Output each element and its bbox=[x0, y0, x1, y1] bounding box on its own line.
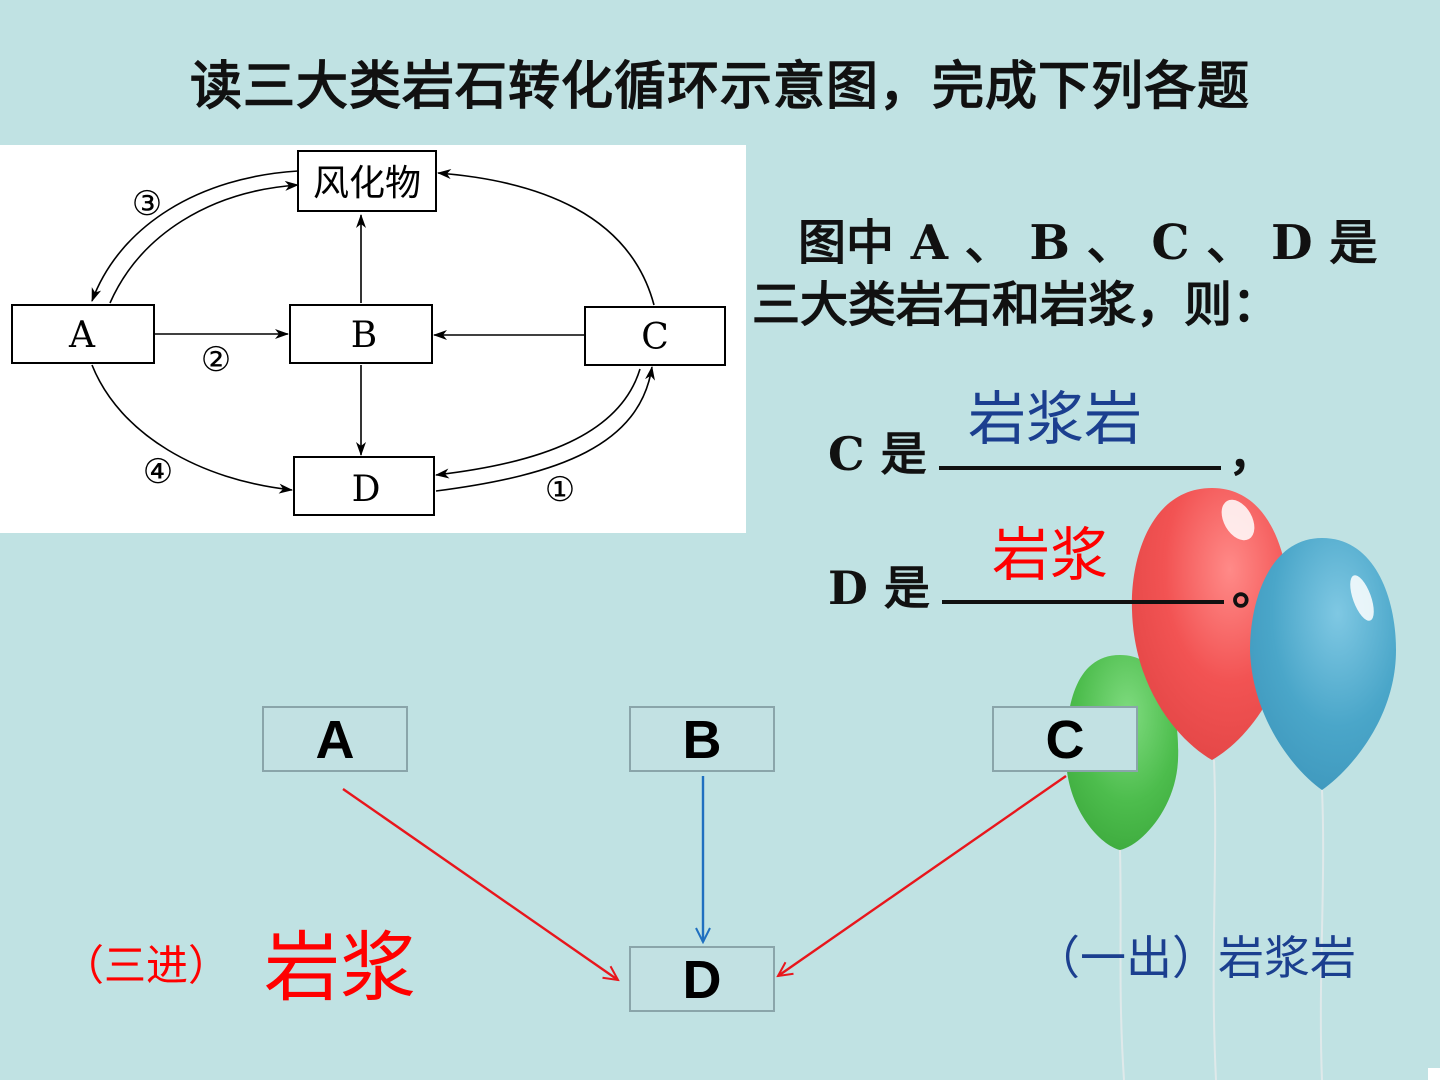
page-title: 读三大类岩石转化循环示意图，完成下列各题 bbox=[189, 56, 1250, 117]
arrow-c-to-weathering bbox=[437, 169, 655, 306]
c-suffix: ， bbox=[1228, 427, 1275, 481]
flow-box-c: C bbox=[992, 706, 1138, 772]
balloon-highlight bbox=[1221, 499, 1255, 541]
process-label-1: ① bbox=[545, 470, 575, 510]
flow-box-a: A bbox=[262, 706, 408, 772]
d-prefix: D 是 bbox=[828, 561, 930, 615]
balloon-string bbox=[1319, 789, 1325, 1080]
arrow-d-to-c bbox=[435, 366, 655, 492]
node-d-box bbox=[293, 456, 435, 516]
process-label-2: ② bbox=[201, 340, 231, 380]
arrow-a-to-weathering bbox=[109, 180, 299, 304]
arrow-c-to-d bbox=[435, 368, 641, 479]
question-d-line: D 是 。 bbox=[828, 552, 1278, 618]
balloon-string bbox=[1119, 849, 1125, 1080]
process-label-3: ③ bbox=[132, 184, 162, 224]
weathering-box bbox=[297, 150, 437, 212]
question-line-1: 图中 A 、 B 、 C 、 D 是 bbox=[798, 215, 1378, 271]
rock-cycle-svg: 风化物 A B C D ③ ② ④ ① bbox=[11, 150, 726, 516]
question-c-line: C 是 ， bbox=[828, 418, 1275, 484]
process-label-4: ④ bbox=[143, 452, 173, 492]
arrow-a-to-d bbox=[91, 364, 293, 494]
red-balloon bbox=[1131, 488, 1290, 760]
d-answer: 岩浆 bbox=[992, 521, 1109, 589]
node-a-label: A bbox=[68, 315, 96, 356]
c-answer: 岩浆岩 bbox=[968, 385, 1143, 453]
left-caption-big: 岩浆 bbox=[264, 923, 416, 1012]
balloon-highlight bbox=[1350, 575, 1374, 621]
flow-box-b: B bbox=[629, 706, 775, 772]
weathering-label: 风化物 bbox=[313, 163, 421, 204]
node-d-label: D bbox=[352, 469, 381, 510]
node-c-box bbox=[584, 306, 726, 366]
question-line-2: 三大类岩石和岩浆，则： bbox=[752, 277, 1281, 333]
node-c-label: C bbox=[641, 317, 669, 358]
arrow-flow-a-to-d bbox=[342, 788, 618, 980]
question-text: 图中 A 、 B 、 C 、 D 是 三大类岩石和岩浆，则： bbox=[752, 212, 1422, 336]
node-b-box bbox=[289, 304, 433, 364]
arrow-flow-c-to-d bbox=[778, 775, 1067, 976]
rock-cycle-diagram: 风化物 A B C D ③ ② ④ ① bbox=[0, 145, 746, 533]
d-blank bbox=[941, 558, 1224, 604]
node-a-box bbox=[11, 304, 155, 364]
corner-mark bbox=[1428, 1068, 1440, 1080]
c-prefix: C 是 bbox=[828, 427, 927, 481]
arrow-weathering-to-a bbox=[91, 170, 299, 302]
node-b-label: B bbox=[351, 315, 377, 356]
d-suffix: 。 bbox=[1231, 561, 1278, 615]
left-caption-small: （三进） bbox=[62, 941, 231, 990]
balloon-string bbox=[1212, 759, 1217, 1080]
flow-box-d: D bbox=[629, 946, 775, 1012]
c-blank bbox=[938, 424, 1221, 470]
right-caption: （一出）岩浆岩 bbox=[1034, 931, 1356, 985]
